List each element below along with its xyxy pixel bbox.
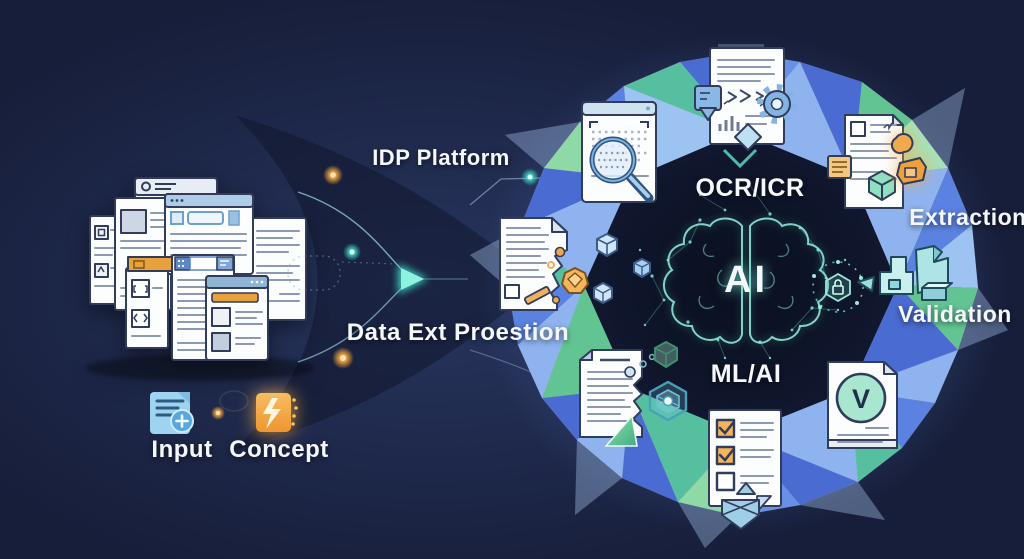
checkbox-checked-1 [715, 418, 736, 439]
faint-circle [219, 390, 249, 412]
window-bottomright [205, 275, 269, 361]
checklist-document [708, 409, 782, 530]
label-validation: Validation [898, 301, 1012, 327]
analytics-document [694, 44, 797, 151]
label-data-extraction: Data Ext Proestion [347, 319, 569, 346]
dot-orange [554, 246, 566, 258]
label-extraction: Extraction [909, 204, 1024, 230]
banner-fold-icon [721, 495, 772, 530]
green-triangle-icon [604, 414, 638, 447]
label-idp-platform: IDP Platform [372, 145, 510, 170]
magnifier-icon [589, 136, 654, 203]
label-ml-ai: ML/AI [711, 360, 782, 388]
label-ocr-icr: OCR/ICR [695, 174, 804, 202]
orange-shapes-icon [890, 133, 927, 185]
label-input: Input [151, 436, 212, 463]
diamond-icon [734, 123, 762, 151]
document-stack [85, 177, 315, 381]
gear-icon [757, 84, 797, 124]
checkbox-checked-2 [715, 445, 736, 466]
extraction-document [827, 114, 927, 209]
validation-circle [835, 372, 887, 424]
green-cube-icon [654, 341, 678, 368]
label-concept: Concept [229, 436, 329, 463]
lock-icon [832, 279, 844, 295]
concept-bolt-icon [256, 393, 298, 432]
input-document-icon [150, 392, 194, 434]
gem-icon [561, 267, 589, 294]
orange-toolbar [127, 256, 176, 272]
ai-core-label: AI [724, 259, 768, 301]
triangle-up-icon [736, 482, 756, 495]
ocr-magnifier-window [581, 101, 657, 203]
flow-funnel [287, 165, 468, 369]
chevron-down-icon [722, 148, 758, 169]
flow-arrow [398, 264, 428, 294]
validated-document: V [827, 361, 898, 449]
data-gems-document [499, 217, 651, 311]
validation-3d-shapes [857, 245, 953, 301]
floating-cubes-icon [593, 233, 651, 304]
network-node [812, 260, 864, 313]
sticky-note-icon [827, 155, 852, 179]
checkbox-empty [715, 471, 736, 492]
validation-letter: V [852, 384, 870, 414]
window-bottomleft [125, 267, 169, 349]
cube-icon [868, 170, 896, 201]
ai-brain: AI [638, 178, 847, 360]
download-badge-icon [694, 85, 722, 121]
hexagon-badge-icon [648, 380, 688, 422]
ruler-icon [523, 286, 551, 305]
torn-green-document [579, 341, 688, 447]
bar-chart-icon [718, 116, 740, 131]
